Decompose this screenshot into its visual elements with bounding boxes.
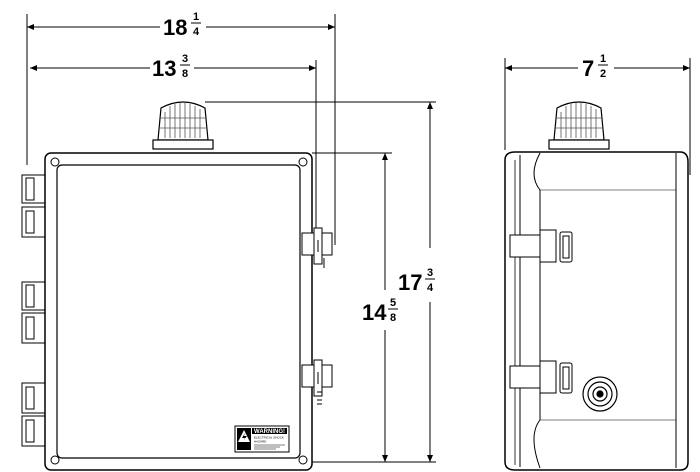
latch-upper [301, 227, 333, 268]
dim-side-depth-whole: 7 [582, 56, 594, 81]
enclosure-door-panel [56, 164, 301, 459]
corner-screws [50, 157, 308, 465]
side-latch-lower [509, 360, 573, 394]
dim-body-width-whole: 13 [152, 56, 176, 81]
dim-side-depth-num: 1 [600, 53, 606, 65]
dim-body-height-num: 5 [390, 297, 396, 309]
front-view: WARNING! ELECTRICAL SHOCK HAZARD [21, 101, 333, 471]
dim-overall-width-whole: 18 [163, 15, 187, 40]
dim-overall-width-den: 4 [193, 26, 200, 38]
alarm-horn-icon [582, 376, 618, 412]
dim-overall-width: 18 1 4 [163, 11, 201, 40]
alarm-beacon-icon [152, 101, 214, 150]
dim-overall-height-den: 4 [427, 282, 434, 294]
dim-body-width-den: 8 [182, 68, 188, 80]
dim-body-width: 13 3 8 [152, 53, 190, 81]
side-view [504, 101, 689, 471]
hinges-left [21, 174, 51, 447]
electrical-shock-icon [238, 430, 250, 442]
dim-side-depth: 7 1 2 [582, 53, 608, 81]
enclosure-side-body [504, 151, 689, 471]
dim-body-width-num: 3 [182, 53, 188, 65]
dim-overall-width-num: 1 [193, 11, 199, 23]
dim-side-depth-den: 2 [600, 68, 606, 80]
latch-lower [301, 359, 333, 405]
dim-overall-height: 17 3 4 [398, 267, 435, 295]
side-alarm-beacon-icon [548, 101, 610, 150]
dim-body-height-whole: 14 [362, 300, 387, 325]
dimension-lines [26, 14, 691, 463]
side-latch-upper [509, 229, 573, 263]
warning-label-line2: HAZARD [254, 440, 267, 444]
dim-overall-height-whole: 17 [398, 270, 422, 295]
warning-label-title: WARNING! [254, 429, 285, 435]
dim-body-height-den: 8 [390, 312, 396, 324]
dim-body-height: 14 5 8 [362, 297, 398, 325]
warning-label: WARNING! ELECTRICAL SHOCK HAZARD [234, 425, 290, 453]
dim-overall-height-num: 3 [427, 267, 433, 279]
warning-label-line1: ELECTRICAL SHOCK [254, 436, 284, 440]
